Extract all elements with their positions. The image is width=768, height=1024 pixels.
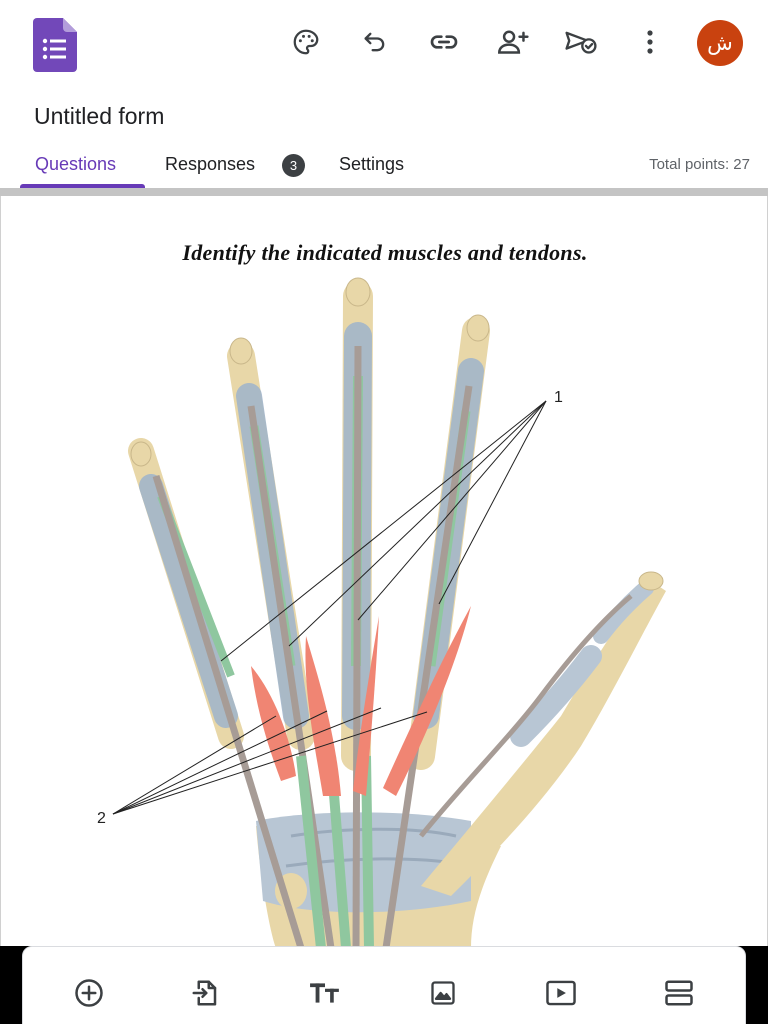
tab-questions[interactable]: Questions bbox=[35, 154, 117, 174]
avatar[interactable]: ش bbox=[697, 20, 743, 66]
google-forms-logo[interactable] bbox=[33, 18, 77, 72]
question-heading: Identify the indicated muscles and tendo… bbox=[182, 240, 588, 265]
tab-settings[interactable]: Settings bbox=[339, 154, 405, 174]
responses-count-badge: 3 bbox=[282, 154, 305, 177]
add-section-icon[interactable] bbox=[661, 975, 697, 1011]
add-title-icon[interactable] bbox=[307, 975, 343, 1011]
add-image-icon[interactable] bbox=[425, 975, 461, 1011]
import-questions-icon[interactable] bbox=[187, 975, 223, 1011]
section-divider bbox=[0, 188, 768, 196]
tab-bar: Questions Responses 3 Settings Total poi… bbox=[0, 140, 768, 190]
label-2: 2 bbox=[97, 810, 106, 827]
active-tab-indicator bbox=[20, 184, 145, 189]
add-video-icon[interactable] bbox=[543, 975, 579, 1011]
label-1: 1 bbox=[554, 389, 563, 406]
total-points: Total points: 27 bbox=[649, 156, 750, 173]
question-card[interactable]: 1 2 Identify the indicated muscles and t… bbox=[0, 196, 768, 948]
more-vert-icon[interactable] bbox=[632, 24, 668, 60]
undo-icon[interactable] bbox=[357, 24, 393, 60]
publish-check-icon[interactable] bbox=[563, 24, 599, 60]
palette-icon[interactable] bbox=[288, 24, 324, 60]
add-question-icon[interactable] bbox=[71, 975, 107, 1011]
app-bar: ش bbox=[0, 0, 768, 92]
add-collaborator-icon[interactable] bbox=[495, 24, 531, 60]
link-icon[interactable] bbox=[426, 24, 462, 60]
form-title[interactable]: Untitled form bbox=[34, 103, 165, 129]
bottom-toolbar bbox=[22, 946, 746, 1024]
tab-responses[interactable]: Responses bbox=[165, 154, 256, 174]
hand-anatomy-image: 1 2 bbox=[97, 277, 666, 948]
